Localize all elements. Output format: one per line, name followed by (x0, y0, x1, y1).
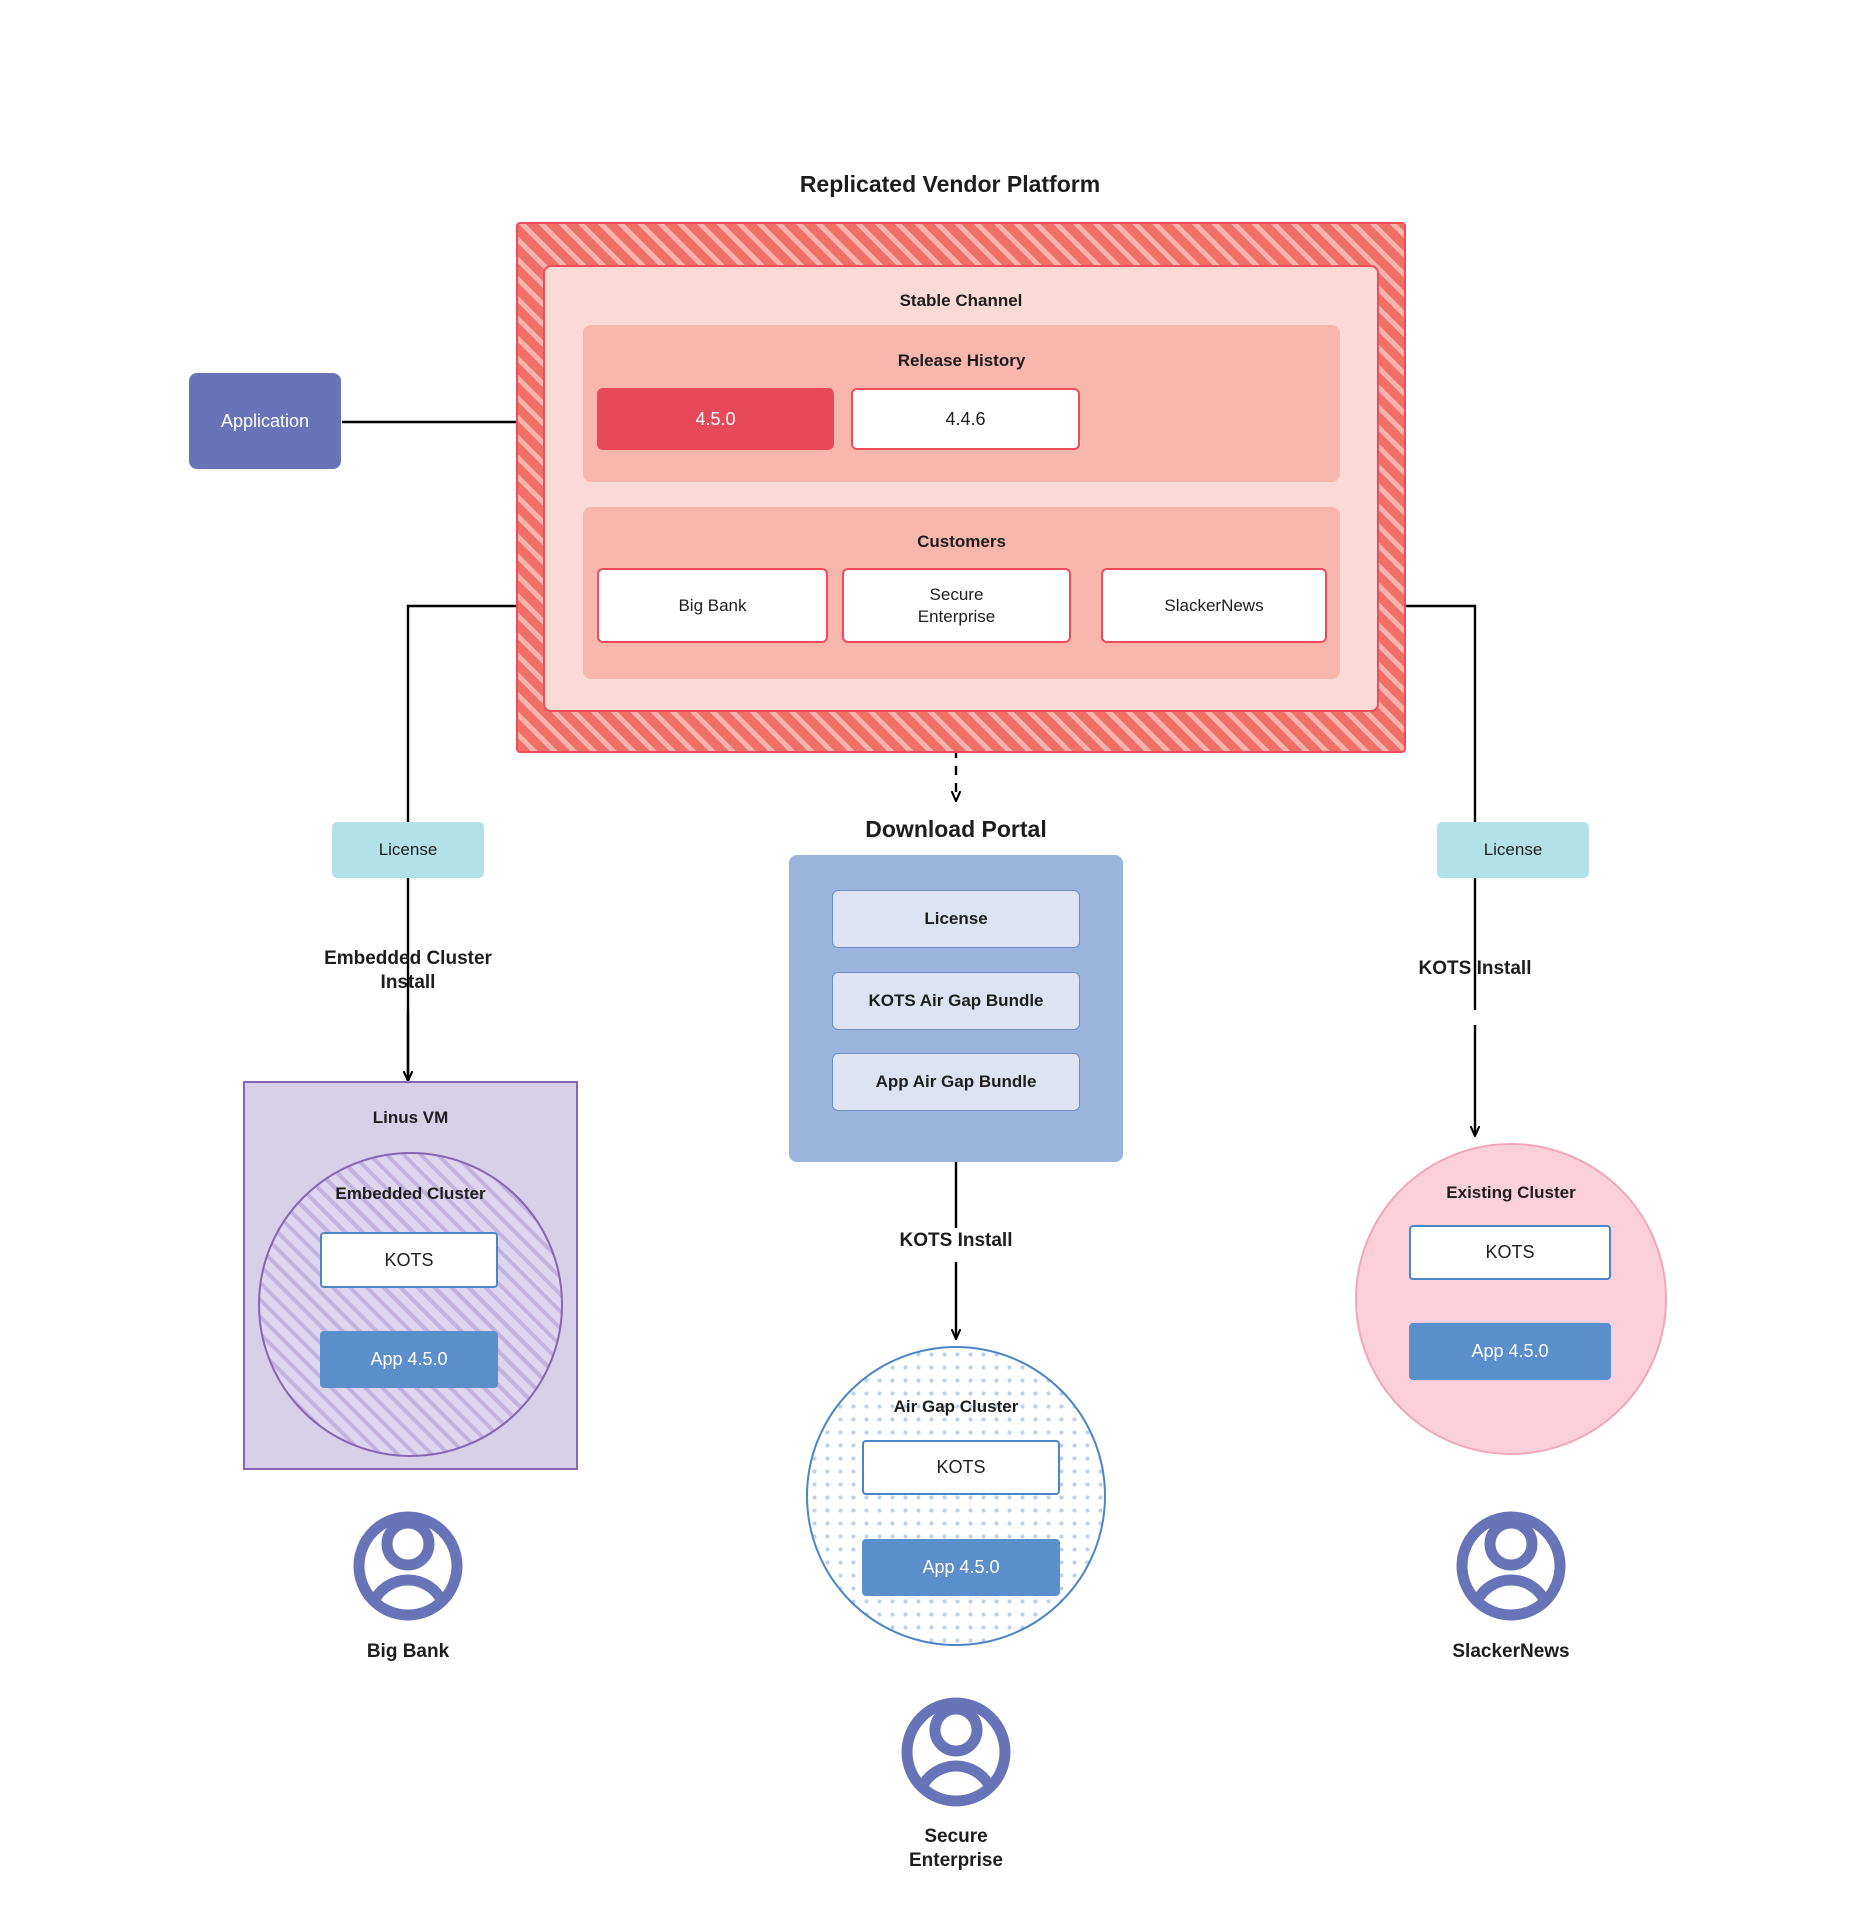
existing-cluster-label: Existing Cluster (1446, 1183, 1576, 1202)
airgap-cluster-circle (806, 1346, 1106, 1646)
left-user-label: Big Bank (366, 1641, 450, 1662)
download-portal-title: Download Portal (865, 816, 1047, 842)
left-install-label: Embedded Cluster Install (324, 948, 492, 994)
portal-item-kots-air-gap-bundle[interactable]: KOTS Air Gap Bundle (832, 972, 1080, 1030)
release-box-current[interactable]: 4.5.0 (597, 388, 834, 450)
existing-cluster-circle (1355, 1143, 1667, 1455)
person-icon (353, 1511, 463, 1621)
embedded-cluster-label: Embedded Cluster (335, 1184, 486, 1203)
right-app-box[interactable]: App 4.5.0 (1409, 1323, 1611, 1380)
airgap-cluster-label: Air Gap Cluster (893, 1397, 1019, 1416)
left-app-box[interactable]: App 4.5.0 (320, 1331, 498, 1388)
customer-box-slackernews[interactable]: SlackerNews (1101, 568, 1327, 643)
portal-item-license[interactable]: License (832, 890, 1080, 948)
middle-app-box[interactable]: App 4.5.0 (862, 1539, 1060, 1596)
release-history-label: Release History (897, 351, 1026, 370)
customer-box-secure-enterprise[interactable]: Secure Enterprise (842, 568, 1071, 643)
stable-channel-label: Stable Channel (899, 291, 1023, 310)
linus-vm-label: Linus VM (372, 1108, 449, 1127)
right-user-label: SlackerNews (1452, 1641, 1570, 1662)
person-icon (901, 1697, 1011, 1807)
customers-label: Customers (917, 532, 1006, 551)
portal-item-app-air-gap-bundle[interactable]: App Air Gap Bundle (832, 1053, 1080, 1111)
embedded-cluster-circle (258, 1152, 563, 1457)
application-box[interactable]: Application (189, 373, 341, 469)
customer-box-big-bank[interactable]: Big Bank (597, 568, 828, 643)
middle-user-label: Secure Enterprise (909, 1826, 1003, 1872)
release-box-previous[interactable]: 4.4.6 (851, 388, 1080, 450)
right-kots-box[interactable]: KOTS (1409, 1225, 1611, 1280)
platform-title: Replicated Vendor Platform (799, 171, 1101, 197)
right-license-box[interactable]: License (1437, 822, 1589, 878)
right-install-label: KOTS Install (1418, 958, 1532, 979)
left-license-box[interactable]: License (332, 822, 484, 878)
person-icon (1456, 1511, 1566, 1621)
left-kots-box[interactable]: KOTS (320, 1232, 498, 1288)
middle-kots-box[interactable]: KOTS (862, 1440, 1060, 1495)
middle-install-label: KOTS Install (899, 1230, 1013, 1251)
